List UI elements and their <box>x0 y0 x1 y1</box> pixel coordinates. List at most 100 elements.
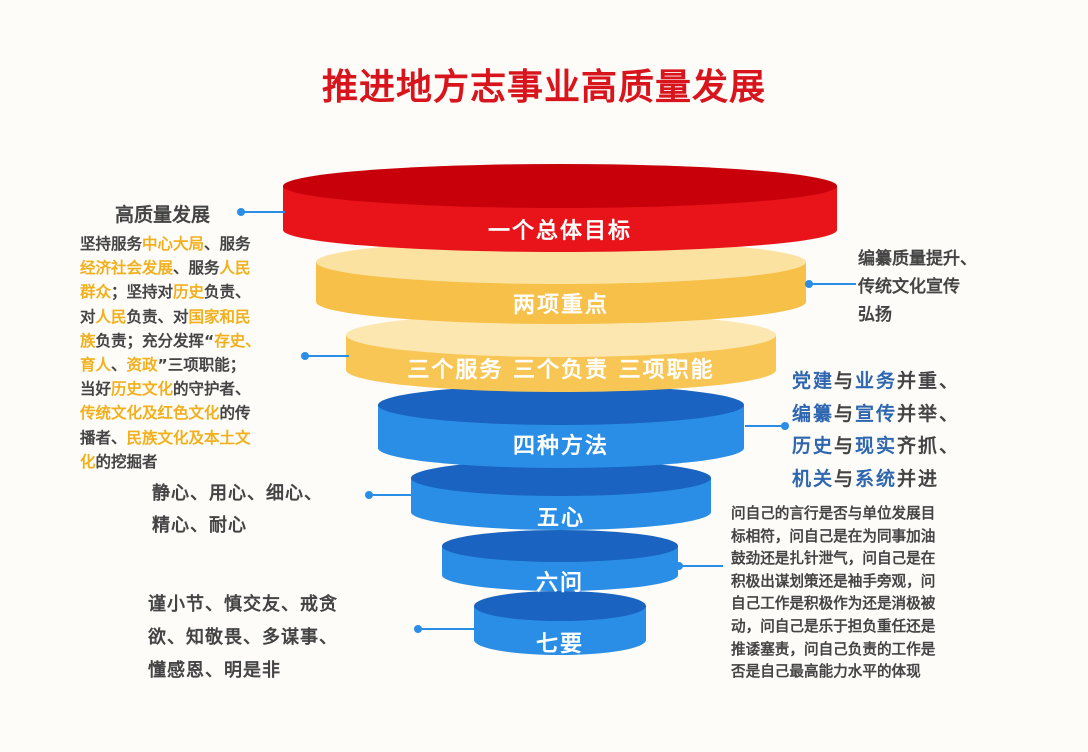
note-line: 编纂质量提升、 <box>858 249 977 269</box>
funnel-layer-7 <box>474 591 646 655</box>
note-text: 、 <box>111 356 127 375</box>
highlight-text: 历史 <box>792 435 835 457</box>
note-line: 坚持服务中心大局、服务 <box>80 232 261 256</box>
note-text: 与 <box>834 435 856 457</box>
highlight-text: 系统 <box>855 467 898 490</box>
funnel-layer-4 <box>378 385 744 468</box>
note-line: 积极出谋划策还是袖手旁观，问 <box>731 572 936 590</box>
funnel-layer-label: 两项重点 <box>512 293 610 318</box>
note-text: 的守护者、 <box>173 380 251 399</box>
note-text: 、服务 <box>204 235 251 253</box>
highlight-text: 人民 <box>219 259 251 278</box>
connector-dot <box>675 562 683 570</box>
highlight-text: 资政 <box>126 356 158 375</box>
funnel-layer-top <box>411 460 711 496</box>
note-line: 传统文化及红色文化的传 <box>80 401 261 425</box>
funnel-layer-top <box>378 385 744 425</box>
note-text: 与 <box>834 467 856 490</box>
highlight-text: 历史文化 <box>111 380 174 399</box>
note-line: 静心、用心、细心、 <box>152 483 323 504</box>
note-line: 化的挖掘者 <box>80 450 261 474</box>
note-line: 动，问自己是乐于担负重任还是 <box>731 617 936 635</box>
connector-focus <box>808 283 856 285</box>
connector-services <box>305 355 349 357</box>
connector-musts <box>418 628 476 630</box>
note-text: 齐抓、 <box>897 435 961 457</box>
connector-dot <box>365 491 373 499</box>
note-line: 问自己的言行是否与单位发展目 <box>731 505 936 522</box>
connector-methods <box>745 425 785 427</box>
note-line: 欲、知敬畏、多谋事、 <box>148 627 338 648</box>
note-text: 与 <box>834 370 856 392</box>
note-text: 负责；充分发挥“ <box>95 331 215 350</box>
connector-dot <box>301 352 309 360</box>
note-line: 精心、耐心 <box>152 515 247 536</box>
connector-dot <box>237 208 245 216</box>
note-text: 、服务 <box>173 259 220 278</box>
questions-note: 问自己的言行是否与单位发展目标相符，问自己是在为同事加油鼓劲还是扎针泄气，问自己… <box>731 503 935 684</box>
funnel-layer-label: 七要 <box>535 632 585 657</box>
note-text: 并举、 <box>897 402 961 425</box>
funnel-layer-6 <box>442 530 678 591</box>
musts-note: 谨小节、慎交友、戒贪欲、知敬畏、多谋事、懂感恩、明是非 <box>148 588 338 687</box>
highlight-text: 现实 <box>855 435 898 457</box>
note-text: 并重、 <box>897 370 961 392</box>
funnel-layer-label: 四种方法 <box>512 434 610 459</box>
note-line: 谨小节、慎交友、戒贪 <box>148 594 338 615</box>
funnel-layer-top <box>316 240 806 284</box>
highlight-text: 存史、 <box>214 331 261 350</box>
highlight-text: 经济社会发展 <box>80 259 174 278</box>
connector-questions <box>678 565 723 567</box>
funnel-layer-label: 五心 <box>536 506 586 531</box>
highlight-text: 历史 <box>173 283 205 302</box>
highlight-text: 机关 <box>792 467 835 490</box>
methods-note: 党建与业务并重、编纂与宣传并举、历史与现实齐抓、机关与系统并进 <box>792 365 960 495</box>
highlight-text: 化 <box>80 452 96 471</box>
connector-dot <box>781 422 789 430</box>
note-line: 传统文化宣传 <box>858 277 960 297</box>
hearts-note: 静心、用心、细心、精心、耐心 <box>152 478 323 542</box>
connector-dot <box>805 280 813 288</box>
note-line: 育人、资政”三项职能； <box>80 353 261 377</box>
funnel-layer-5 <box>411 460 711 530</box>
note-line: 懂感恩、明是非 <box>148 660 281 681</box>
highlight-text: 编纂 <box>792 402 835 425</box>
note-line: 推诿塞责，问自己负责的工作是 <box>731 640 936 658</box>
note-text: 坚持服务 <box>80 235 143 253</box>
note-text: 负责、 <box>204 283 251 302</box>
note-line: 鼓劲还是扎针泄气，问自己是在 <box>731 550 936 568</box>
note-text: 的传 <box>219 404 251 423</box>
highlight-text: 育人 <box>80 356 112 375</box>
note-text: ”三项职能； <box>157 356 246 375</box>
note-text: 负责、对 <box>126 307 189 326</box>
funnel-layer-label: 六问 <box>535 571 585 596</box>
funnel-layer-label: 三个服务 三个负责 三项职能 <box>407 358 715 383</box>
connector-dot <box>414 625 422 633</box>
note-line: 经济社会发展、服务人民 <box>80 256 261 280</box>
note-line: 当好历史文化的守护者、 <box>80 377 261 401</box>
note-line: 标相符，问自己是在为同事加油 <box>731 527 936 545</box>
highlight-text: 传统文化及红色文化 <box>80 404 220 423</box>
note-line: 群众；坚持对历史负责、 <box>80 280 261 304</box>
highlight-text: 宣传 <box>855 402 898 425</box>
note-text: ；坚持对 <box>111 283 174 302</box>
highlight-text: 族 <box>80 331 96 350</box>
note-line: 播者、民族文化及本土文 <box>80 426 261 450</box>
focus-note: 编纂质量提升、传统文化宣传弘扬 <box>858 245 977 329</box>
highlight-text: 人民 <box>95 307 127 326</box>
connector-hearts <box>369 494 413 496</box>
page-title: 推进地方志事业高质量发展 <box>321 66 766 108</box>
funnel-layer-top <box>283 164 837 208</box>
note-text: 的挖掘者 <box>95 452 158 471</box>
note-text: 当好 <box>80 380 112 399</box>
note-line: 弘扬 <box>858 305 892 325</box>
funnel-layer-top <box>442 530 678 562</box>
highlight-text: 业务 <box>855 370 898 392</box>
highlight-text: 群众 <box>80 283 112 302</box>
highlight-text: 中心大局 <box>142 235 205 253</box>
note-line: 历史与现实齐抓、 <box>792 430 960 463</box>
funnel-layer-2 <box>316 240 806 324</box>
highlight-text: 党建 <box>792 370 835 392</box>
highlight-text: 民族文化及本土文 <box>126 428 251 447</box>
